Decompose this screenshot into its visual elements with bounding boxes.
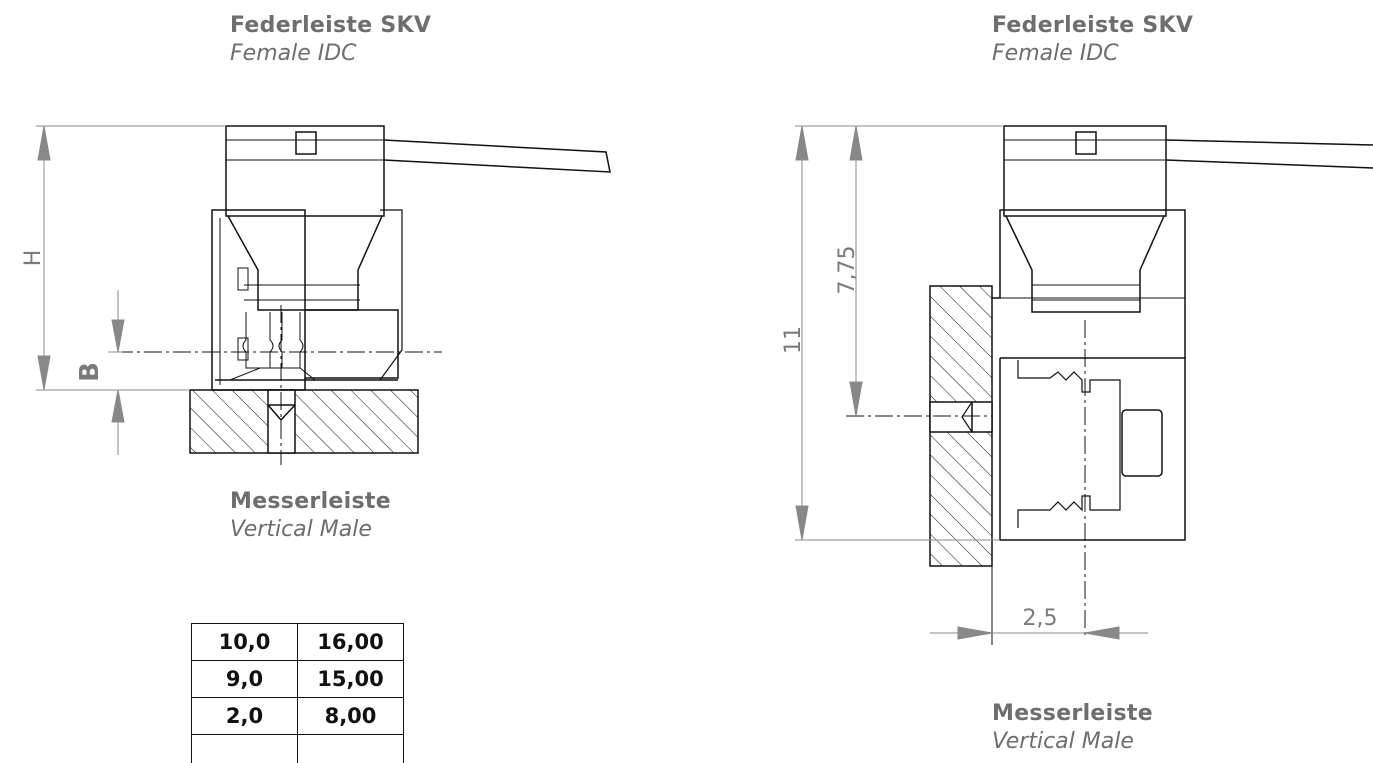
left-dim-b-label: B xyxy=(75,362,105,382)
left-top-caption-main: Federleiste SKV xyxy=(230,13,432,38)
table-row: 2,0 8,00 xyxy=(191,697,404,735)
right-female-idc-funnel xyxy=(1005,215,1165,313)
left-dim-h-label: H xyxy=(21,250,46,267)
dimension-table: 10,0 16,00 9,0 15,00 2,0 8,00 xyxy=(191,623,404,763)
left-bottom-caption-sub: Vertical Male xyxy=(230,517,372,542)
right-latch-window xyxy=(1075,131,1097,155)
left-bottom-caption-main: Messerleiste xyxy=(230,489,391,514)
table-cell xyxy=(191,734,298,763)
left-bottom-caption: Messerleiste Vertical Male xyxy=(230,488,391,544)
table-cell: 9,0 xyxy=(191,660,298,698)
table-cell: 2,0 xyxy=(191,697,298,735)
left-flat-cable xyxy=(383,139,611,173)
table-row: 10,0 16,00 xyxy=(191,623,404,661)
table-cell xyxy=(297,734,404,763)
left-latch-window xyxy=(295,131,317,155)
table-cell: 15,00 xyxy=(297,660,404,698)
right-dim-overall-label: 11 xyxy=(781,326,806,354)
table-row: 9,0 15,00 xyxy=(191,660,404,698)
table-cell: 16,00 xyxy=(297,623,404,661)
right-latch-tab xyxy=(1121,409,1163,477)
right-dimensions xyxy=(795,125,1148,640)
left-pcb-section xyxy=(189,389,419,454)
right-female-idc-top xyxy=(1003,125,1167,217)
left-female-idc-funnel xyxy=(227,215,383,311)
right-screw-hole xyxy=(929,401,993,433)
left-dimensions xyxy=(36,125,226,455)
right-top-caption: Federleiste SKV Female IDC xyxy=(992,12,1193,68)
right-male-header-body xyxy=(999,358,1186,541)
right-dim-upper-label: 7,75 xyxy=(835,246,860,295)
right-top-caption-sub: Female IDC xyxy=(992,41,1119,66)
right-dim-offset-label: 2,5 xyxy=(1023,606,1058,631)
right-male-header-top xyxy=(992,209,1186,359)
right-top-caption-main: Federleiste SKV xyxy=(992,13,1194,38)
left-male-header-outline xyxy=(211,209,306,391)
table-cell: 10,0 xyxy=(191,623,298,661)
right-flat-cable xyxy=(1165,139,1373,169)
right-bottom-caption-main: Messerleiste xyxy=(992,701,1153,726)
left-top-caption-sub: Female IDC xyxy=(230,41,357,66)
left-screw-tip xyxy=(267,404,296,422)
right-bottom-caption-sub: Vertical Male xyxy=(992,729,1134,754)
left-female-idc-top xyxy=(225,125,385,217)
right-bottom-caption: Messerleiste Vertical Male xyxy=(992,700,1153,756)
left-top-caption: Federleiste SKV Female IDC xyxy=(230,12,431,68)
left-male-header-side xyxy=(305,309,399,379)
right-view xyxy=(846,125,1373,645)
left-view xyxy=(115,125,611,465)
table-row xyxy=(191,734,404,763)
table-cell: 8,00 xyxy=(297,697,404,735)
right-contact-profile xyxy=(1017,360,1121,528)
